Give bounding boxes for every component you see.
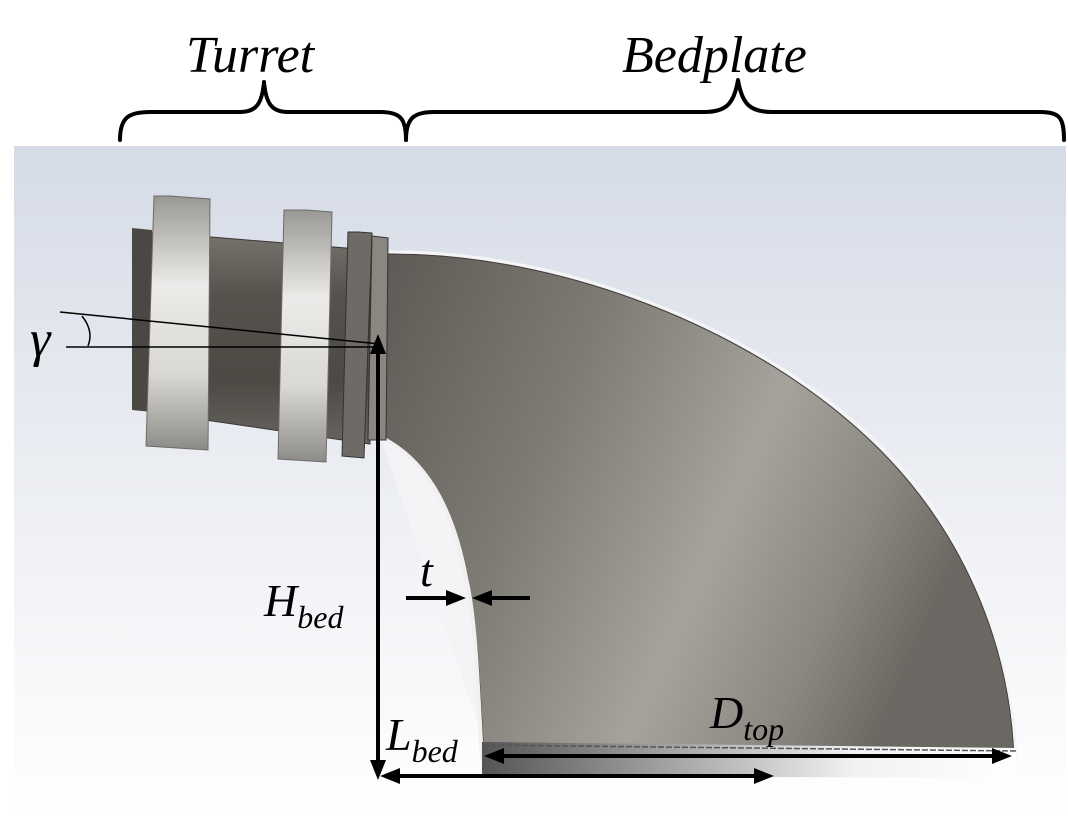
h-bed-subscript: bed [297, 599, 344, 635]
d-top-subscript: top [743, 711, 784, 747]
h-bed-arrowhead-top [370, 334, 386, 354]
l-bed-subscript: bed [412, 733, 459, 769]
turret-label: Turret [186, 27, 316, 84]
tilt-axis-line [59, 311, 381, 345]
t-arrow-right-head [472, 590, 492, 606]
t-arrow-left-head [446, 590, 466, 606]
d-top-arrow [484, 748, 1012, 764]
l-bed-arrow [380, 768, 774, 784]
d-top-arrowhead-left [484, 748, 504, 764]
turret-flange-1 [145, 195, 211, 451]
l-bed-main: L [385, 709, 412, 760]
d-top-arrowhead-right [992, 748, 1012, 764]
h-bed-main: H [263, 575, 300, 626]
bedplate-label: Bedplate [622, 27, 807, 84]
l-bed-arrowhead-left [380, 768, 400, 784]
thickness-arrows [406, 590, 530, 606]
l-bed-label: Lbed [385, 709, 459, 769]
gamma-label: γ [30, 311, 52, 368]
brace-turret [118, 80, 408, 142]
d-top-main: D [709, 687, 743, 738]
elbow-rim [387, 250, 1018, 759]
gamma-arc [81, 315, 91, 347]
elbow-inner-edge [377, 434, 484, 761]
d-top-label: Dtop [709, 687, 784, 747]
base-edge [481, 744, 1017, 752]
h-bed-arrowhead-bottom [370, 760, 386, 780]
turret-ring [341, 231, 373, 459]
bedplate-elbow [375, 250, 1018, 778]
tilt-angle-annotation [59, 311, 381, 348]
h-bed-label: Hbed [263, 575, 344, 635]
bedplate-base [482, 742, 1016, 778]
l-bed-arrowhead-right [754, 768, 774, 784]
thickness-label: t [420, 545, 434, 596]
brace-bedplate [404, 78, 1066, 142]
elbow-gap [378, 430, 490, 760]
h-bed-arrow [370, 334, 386, 780]
